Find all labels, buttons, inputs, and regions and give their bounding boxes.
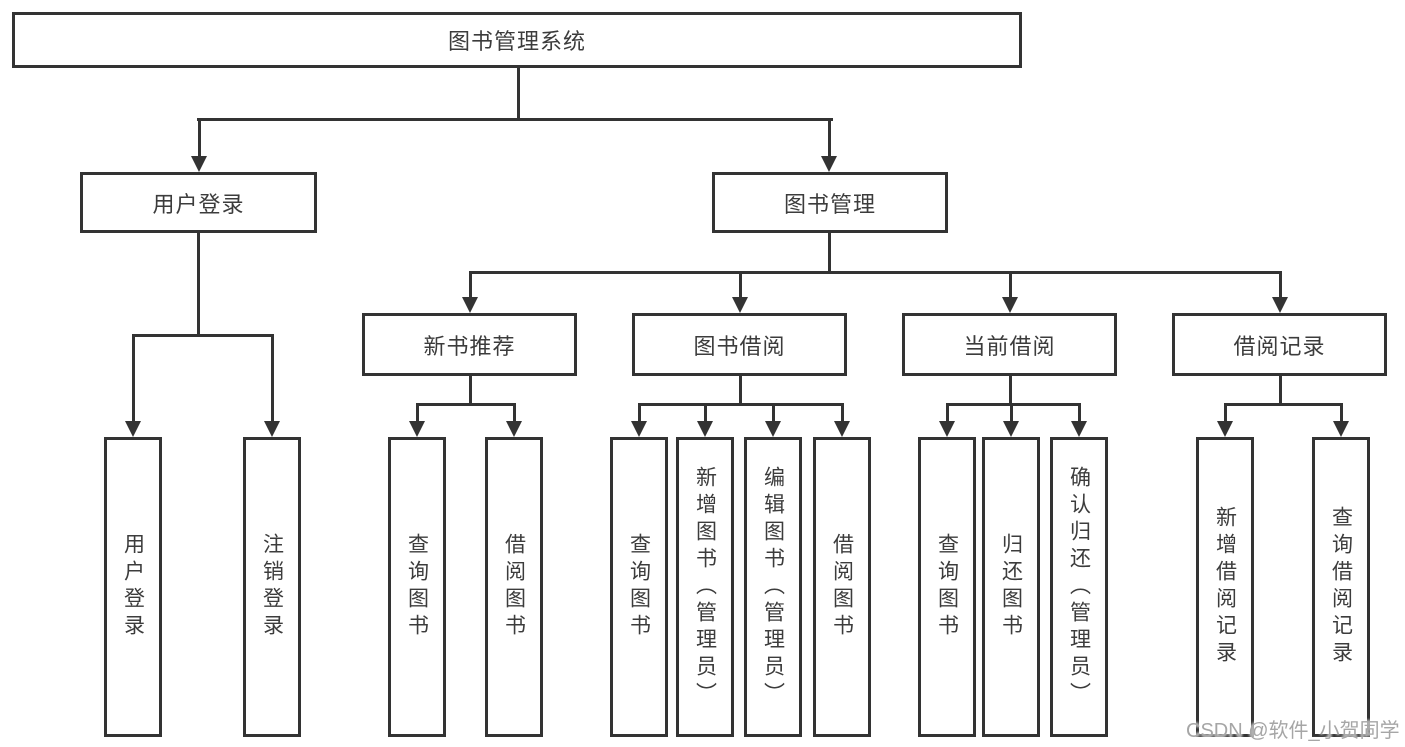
leaf-query-borrow-record-label: 查询借阅记录	[1329, 506, 1353, 668]
leaf-edit-books-admin-label: 编辑图书（管理员）	[761, 465, 785, 709]
arrow-down-icon	[939, 421, 955, 437]
arrow-down-icon	[1272, 297, 1288, 313]
leaf-add-borrow-record-label: 新增借阅记录	[1213, 506, 1237, 668]
connector-stub	[1279, 376, 1282, 405]
connector-stub	[828, 233, 831, 273]
leaf-borrow-query-books-label: 查询图书	[627, 533, 651, 641]
leaf-logout-label: 注销登录	[260, 533, 284, 641]
leaf-borrow-books: 借阅图书	[813, 437, 871, 737]
connector-shaft	[739, 271, 742, 299]
arrow-down-icon	[506, 421, 522, 437]
connector-shaft	[1224, 403, 1227, 423]
leaf-new-books-query: 查询图书	[388, 437, 446, 737]
node-book-borrow-label: 图书借阅	[693, 333, 786, 359]
leaf-confirm-return-admin: 确认归还（管理员）	[1050, 437, 1108, 737]
leaf-new-books-borrow: 借阅图书	[485, 437, 543, 737]
leaf-return-books: 归还图书	[982, 437, 1040, 737]
node-user-login: 用户登录	[80, 172, 317, 233]
leaf-user-login: 用户登录	[104, 437, 162, 737]
arrow-down-icon	[834, 421, 850, 437]
connector-branch	[946, 403, 1081, 406]
node-root-label: 图书管理系统	[447, 29, 586, 54]
connector-branch	[132, 334, 274, 337]
arrow-down-icon	[409, 421, 425, 437]
leaf-add-books-admin-label: 新增图书（管理员）	[693, 465, 717, 709]
leaf-current-query-books: 查询图书	[918, 437, 976, 737]
node-root: 图书管理系统	[12, 12, 1022, 68]
csdn-watermark: CSDN @软件_小贺同学	[1186, 720, 1400, 742]
connector-branch	[1224, 403, 1343, 406]
connector-shaft	[946, 403, 949, 423]
connector-shaft	[638, 403, 641, 423]
connector-shaft	[1078, 403, 1081, 423]
node-current-borrow-label: 当前借阅	[963, 333, 1056, 359]
connector-branch	[469, 271, 1282, 274]
leaf-new-books-query-label: 查询图书	[405, 533, 429, 641]
connector-stub	[197, 233, 200, 336]
node-user-login-label: 用户登录	[152, 191, 245, 217]
connector-shaft	[271, 334, 274, 423]
connector-branch	[197, 118, 833, 121]
connector-shaft	[469, 271, 472, 299]
connector-shaft	[1340, 403, 1343, 423]
leaf-logout: 注销登录	[243, 437, 301, 737]
leaf-borrow-books-label: 借阅图书	[830, 533, 854, 641]
leaf-edit-books-admin: 编辑图书（管理员）	[744, 437, 802, 737]
connector-shaft	[704, 403, 707, 423]
node-new-book-recommend-label: 新书推荐	[423, 333, 516, 359]
arrow-down-icon	[264, 421, 280, 437]
node-borrow-records-label: 借阅记录	[1233, 333, 1326, 359]
connector-shaft	[198, 118, 201, 158]
connector-shaft	[416, 403, 419, 423]
arrow-down-icon	[631, 421, 647, 437]
arrow-down-icon	[821, 156, 837, 172]
node-book-borrow: 图书借阅	[632, 313, 847, 376]
arrow-down-icon	[191, 156, 207, 172]
arrow-down-icon	[1217, 421, 1233, 437]
node-new-book-recommend: 新书推荐	[362, 313, 577, 376]
arrow-down-icon	[1333, 421, 1349, 437]
connector-shaft	[513, 403, 516, 423]
connector-branch	[638, 403, 844, 406]
leaf-add-books-admin: 新增图书（管理员）	[676, 437, 734, 737]
connector-shaft	[841, 403, 844, 423]
node-book-management: 图书管理	[712, 172, 948, 233]
leaf-borrow-query-books: 查询图书	[610, 437, 668, 737]
connector-shaft	[1279, 271, 1282, 299]
arrow-down-icon	[732, 297, 748, 313]
arrow-down-icon	[697, 421, 713, 437]
connector-stub	[1009, 376, 1012, 405]
arrow-down-icon	[1002, 297, 1018, 313]
connector-shaft	[772, 403, 775, 423]
connector-branch	[416, 403, 516, 406]
leaf-new-books-borrow-label: 借阅图书	[502, 533, 526, 641]
arrow-down-icon	[1071, 421, 1087, 437]
arrow-down-icon	[765, 421, 781, 437]
connector-stub	[517, 67, 520, 118]
leaf-query-borrow-record: 查询借阅记录	[1312, 437, 1370, 737]
leaf-user-login-label: 用户登录	[121, 533, 145, 641]
arrow-down-icon	[462, 297, 478, 313]
connector-stub	[469, 376, 472, 405]
connector-stub	[739, 376, 742, 405]
connector-shaft	[132, 334, 135, 423]
connector-shaft	[1009, 271, 1012, 299]
leaf-confirm-return-admin-label: 确认归还（管理员）	[1067, 465, 1091, 709]
node-current-borrow: 当前借阅	[902, 313, 1117, 376]
connector-shaft	[828, 118, 831, 158]
arrow-down-icon	[125, 421, 141, 437]
node-borrow-records: 借阅记录	[1172, 313, 1387, 376]
leaf-current-query-books-label: 查询图书	[935, 533, 959, 641]
leaf-return-books-label: 归还图书	[999, 533, 1023, 641]
node-book-management-label: 图书管理	[783, 191, 876, 217]
leaf-add-borrow-record: 新增借阅记录	[1196, 437, 1254, 737]
connector-shaft	[1010, 403, 1013, 423]
arrow-down-icon	[1003, 421, 1019, 437]
